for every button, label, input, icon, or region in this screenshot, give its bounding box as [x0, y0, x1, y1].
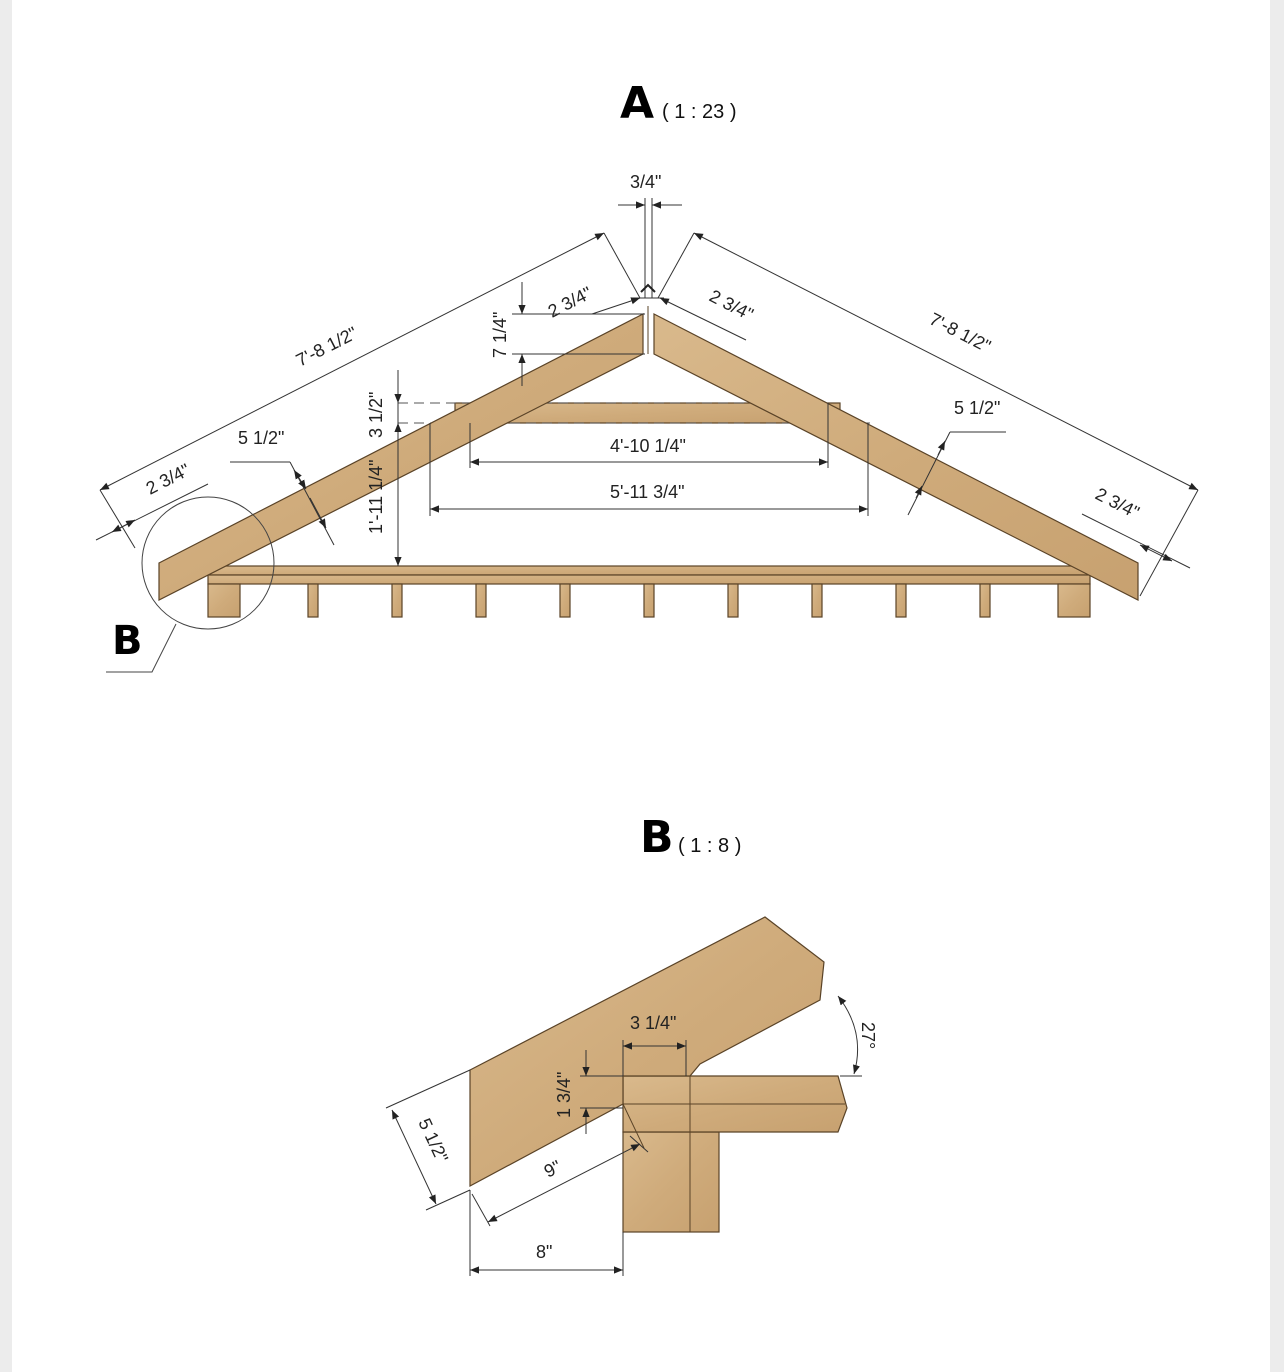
- truss-drawing: A ( 1 : 23 ) B: [95, 78, 1199, 1276]
- dim-detail-rafter-depth: 5 1/2": [414, 1115, 452, 1166]
- dim-peak-drop: 7 1/4": [490, 312, 510, 358]
- view-b: B ( 1 : 8 ) 3 1/4" 1 3/4" 27° 5 1/2": [385, 812, 878, 1276]
- ceiling-joist-top: [207, 565, 1091, 576]
- dim-rafter-left: 7'-8 1/2": [293, 323, 361, 371]
- view-a: A ( 1 : 23 ) B: [95, 78, 1199, 673]
- wall-plate-right: [1057, 583, 1091, 618]
- rafter-left: [158, 313, 644, 601]
- dim-top-right: 2 3/4": [706, 286, 756, 325]
- dim-rafter-right: 7'-8 1/2": [926, 309, 994, 357]
- dim-overhang: 8": [536, 1242, 552, 1262]
- view-a-letter: A: [620, 78, 654, 129]
- dim-tail-right: 2 3/4": [1092, 484, 1142, 523]
- dim-collar-depth: 3 1/2": [366, 392, 386, 438]
- detail-b-callout: B: [112, 618, 143, 664]
- ceiling-joist-posts: [307, 583, 991, 618]
- view-b-letter: B: [640, 812, 674, 863]
- dim-heel-length: 9": [541, 1156, 565, 1181]
- dim-top-left: 2 3/4": [545, 283, 595, 322]
- ceiling-joist-bottom: [207, 574, 1091, 585]
- drawing-sheet: A ( 1 : 23 ) B: [12, 0, 1270, 1372]
- detail-b-circle: [141, 496, 275, 630]
- dim-tail-left: 2 3/4": [143, 460, 193, 499]
- dim-peak-gap: 3/4": [630, 172, 661, 192]
- wall-plate-left: [207, 583, 241, 618]
- detail-post: [622, 1131, 720, 1233]
- dim-angle: 27°: [858, 1022, 878, 1049]
- dim-collar-outer: 5'-11 3/4": [610, 482, 685, 502]
- rafter-right: [653, 313, 1139, 601]
- dim-seat-height: 1 3/4": [554, 1072, 574, 1118]
- view-b-scale: ( 1 : 8 ): [678, 835, 741, 857]
- dim-collar-inner: 4'-10 1/4": [610, 436, 686, 456]
- dim-rafter-depth-left: 5 1/2": [238, 428, 284, 448]
- dim-seat-width: 3 1/4": [630, 1013, 676, 1033]
- dim-rafter-depth-right: 5 1/2": [954, 398, 1000, 418]
- dim-collar-height: 1'-11 1/4": [366, 459, 386, 534]
- view-a-scale: ( 1 : 23 ): [662, 101, 736, 123]
